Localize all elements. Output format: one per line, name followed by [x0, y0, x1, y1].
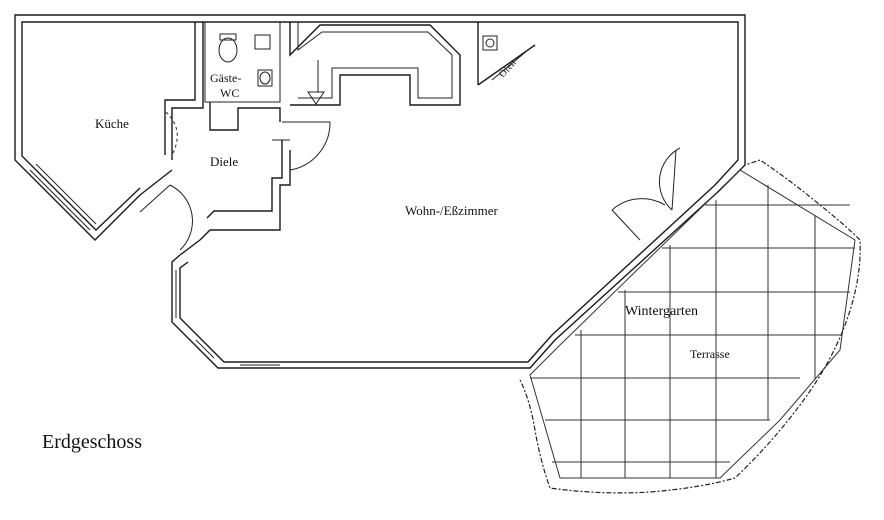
- fireplace-block: [289, 22, 461, 106]
- hall-living-door: [282, 121, 331, 171]
- kitchen-door-arc: [165, 111, 178, 156]
- floor-title: Erdgeschoss: [42, 431, 142, 453]
- kitchen-walls: [29, 22, 204, 231]
- hall-label: Diele: [210, 154, 238, 169]
- garden-door: [611, 147, 681, 241]
- stove-area: [477, 22, 536, 86]
- hall-walls: [139, 102, 291, 256]
- winter-garden-label: Wintergarten: [625, 304, 698, 319]
- guest-wc-label-line2: WC: [220, 86, 239, 100]
- terrace-grid: [529, 169, 856, 479]
- kitchen-label: Küche: [95, 116, 129, 131]
- hall-exit-door: [139, 184, 193, 251]
- terrace-label: Terrasse: [690, 347, 730, 361]
- living-dining-label: Wohn-/Eßzimmer: [405, 203, 498, 218]
- guest-wc: [204, 21, 281, 103]
- guest-wc-label-line1: Gäste-: [210, 71, 241, 85]
- hedge-outline: [519, 159, 861, 494]
- windows: [175, 270, 280, 366]
